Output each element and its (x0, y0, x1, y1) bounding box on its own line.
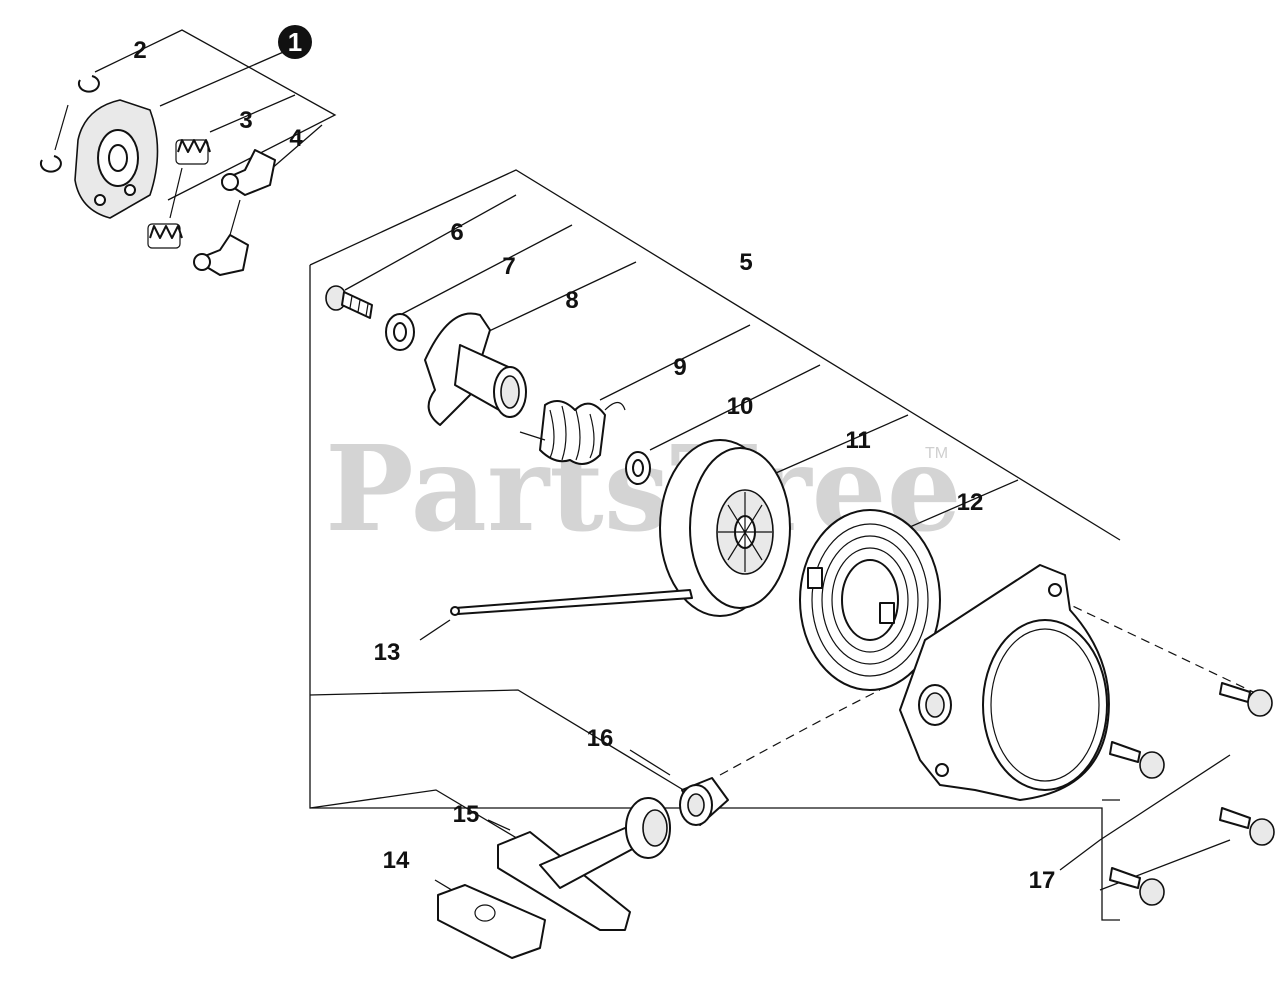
handle-grip-part (437, 884, 546, 959)
spiral-spring-part (799, 509, 941, 691)
reel-shaft-part (424, 312, 527, 426)
leader-3 (209, 94, 296, 133)
alignment-line (719, 689, 881, 776)
callout-12: 12 (957, 489, 984, 516)
rope-reel-part (659, 439, 791, 617)
leader-circlip (54, 104, 69, 151)
circlip-part (77, 75, 100, 93)
pawl-part (193, 234, 249, 276)
leader-15 (487, 819, 511, 831)
callout-13: 13 (374, 639, 401, 666)
callout-11: 11 (845, 427, 870, 454)
bushing-part (679, 777, 729, 826)
leader-13 (419, 619, 451, 641)
leader-spring (169, 167, 183, 219)
callout-4: 4 (289, 125, 303, 152)
pawl-part (221, 149, 276, 196)
leader-group-16-bracket (309, 689, 701, 801)
callout-17: 17 (1029, 867, 1056, 894)
washer-part (625, 451, 651, 485)
leader-17a (1059, 754, 1231, 871)
starter-handle-part (497, 797, 671, 931)
callout-8: 8 (565, 287, 578, 314)
bolt-part (1219, 682, 1273, 717)
bolt-part (1219, 807, 1275, 846)
leader-10 (649, 364, 821, 451)
starter-housing-part (899, 564, 1110, 801)
circlip-part (39, 155, 62, 173)
reference-marker-label: 1 (288, 27, 302, 57)
ratchet-plate-part (74, 99, 159, 219)
leader-11 (759, 414, 909, 481)
bolt-part (1109, 867, 1165, 906)
alignment-line (1059, 599, 1271, 701)
leader-4 (269, 124, 323, 171)
callout-9: 9 (673, 354, 686, 381)
leader-group-5-base (309, 265, 1120, 921)
callout-6: 6 (450, 219, 463, 246)
watermark-trademark: TM (925, 445, 948, 462)
leader-9 (599, 324, 751, 401)
leader-1 (159, 49, 289, 107)
starter-rope-part (450, 589, 693, 616)
leader-group-5-top (309, 169, 1121, 541)
callout-16: 16 (587, 725, 614, 752)
callout-15: 15 (453, 801, 480, 828)
spring-part (147, 223, 183, 249)
leader-16 (629, 749, 671, 776)
washer-part (385, 313, 415, 351)
callout-2: 2 (133, 37, 146, 64)
coil-spring-part (519, 400, 626, 465)
screw-part (325, 285, 373, 319)
callout-14: 14 (383, 847, 410, 874)
assembly-group-1: 1 2 3 4 (39, 25, 337, 276)
leader-8 (469, 261, 637, 341)
leader-7 (399, 224, 573, 316)
callout-5: 5 (739, 249, 752, 276)
callout-3: 3 (239, 107, 252, 134)
bolt-part (1109, 741, 1165, 779)
callout-10: 10 (727, 393, 754, 420)
callout-7: 7 (502, 253, 515, 280)
leader-6 (344, 194, 517, 291)
leader-group-15-bracket (309, 789, 521, 841)
spring-part (175, 139, 211, 165)
reference-marker: 1 (278, 25, 312, 59)
leader-pawl (229, 199, 241, 236)
assembly-group-5: 6 7 8 5 9 10 11 12 13 16 15 14 17 (309, 169, 1275, 959)
